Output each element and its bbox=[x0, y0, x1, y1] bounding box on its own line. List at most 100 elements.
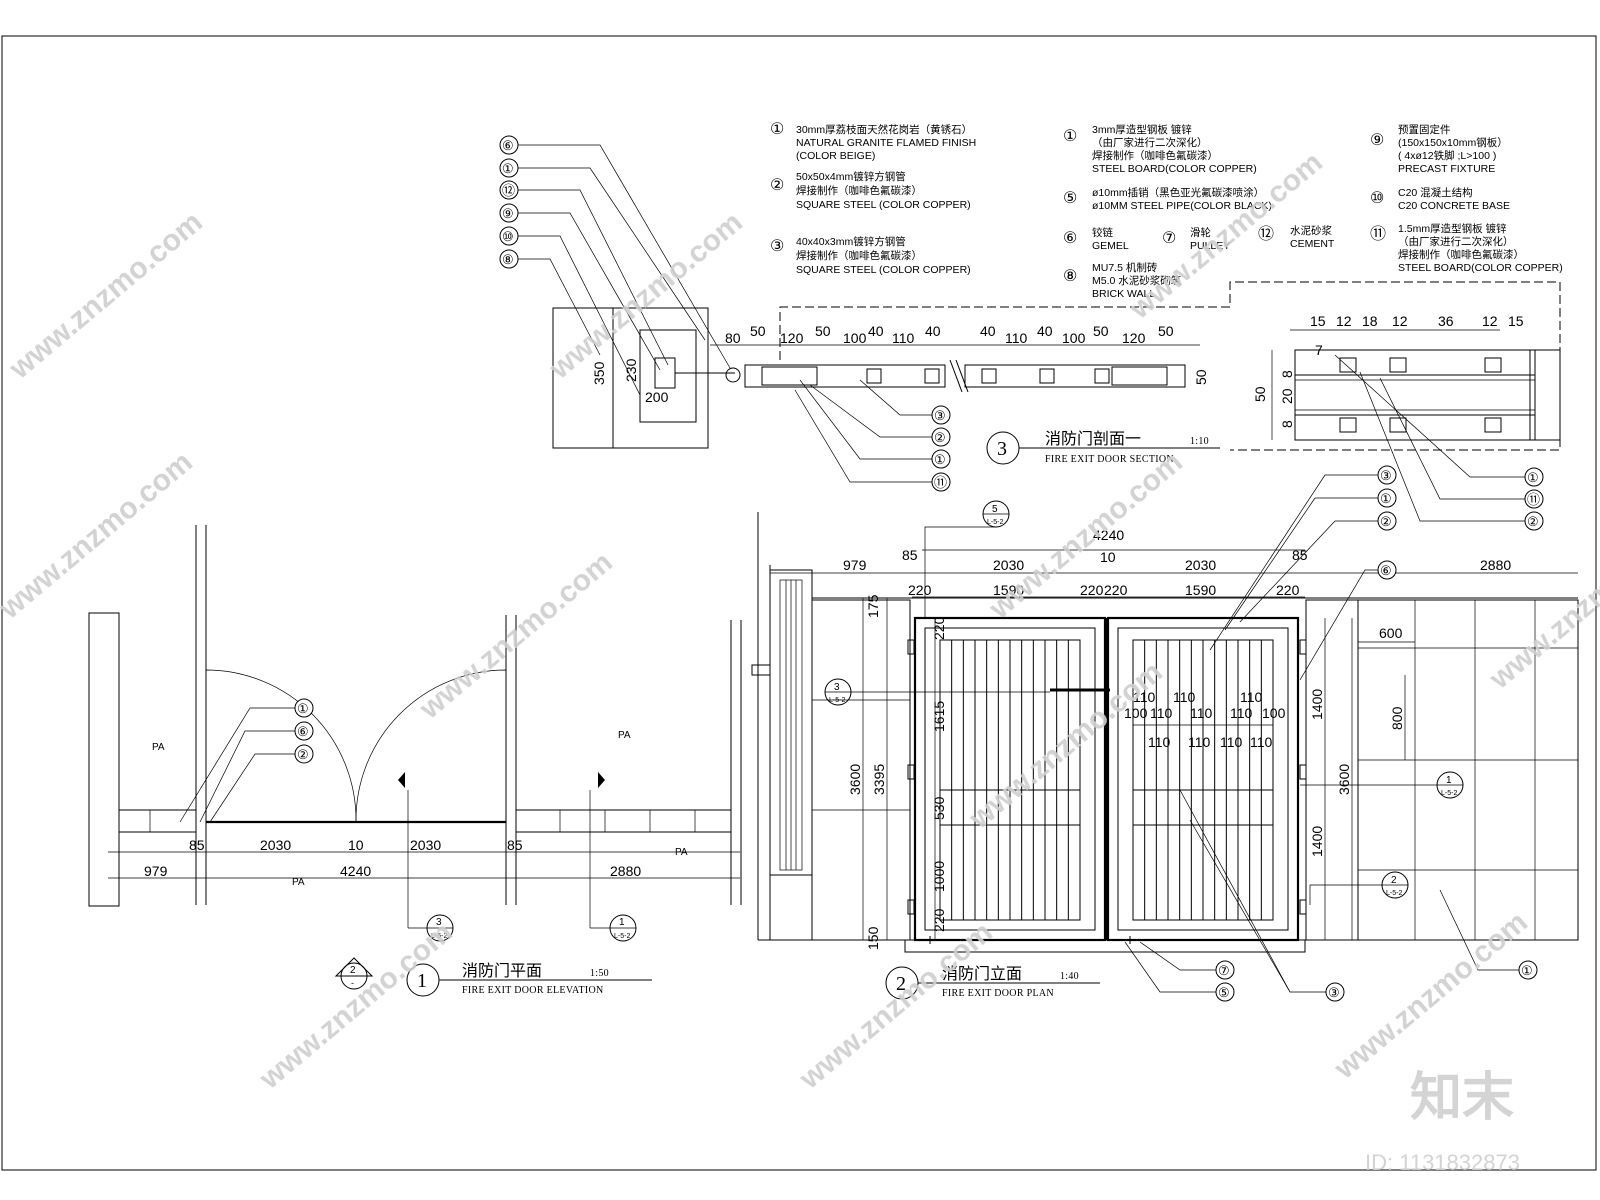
ref-sheet: L-5-2 bbox=[1386, 890, 1402, 897]
note-line: 焊接制作（咖啡色氟碳漆） bbox=[796, 249, 922, 262]
section-detail: 15 12 18 12 36 12 15 50 8 20 8 7 ① ⑪ ② bbox=[1252, 313, 1561, 531]
note-line: 50x50x4mm镀锌方钢管 bbox=[796, 170, 906, 183]
note-line: C20 CONCRETE BASE bbox=[1398, 200, 1510, 212]
note-line: ( 4xø12铁脚 ;L>100 ) bbox=[1398, 149, 1496, 162]
note-line: (COLOR BEIGE) bbox=[796, 150, 875, 162]
note-line: 滑轮 bbox=[1190, 226, 1212, 239]
callout-num: ③ bbox=[934, 408, 946, 423]
bar-square bbox=[1039, 368, 1055, 384]
dim-label: 36 bbox=[1438, 313, 1454, 329]
callout-num: ① bbox=[1380, 491, 1392, 506]
dim-label: 120 bbox=[780, 330, 804, 346]
callout-num: ① bbox=[502, 161, 514, 176]
note-line: 1.5mm厚造型钢板 镀锌 bbox=[1398, 222, 1507, 235]
note-line: 40x40x3mm镀锌方钢管 bbox=[796, 235, 906, 248]
section-title-num: 3 bbox=[997, 438, 1007, 460]
dim-label: 1400 bbox=[1309, 689, 1325, 720]
dim-label: 1400 bbox=[1309, 826, 1325, 857]
dim-label: 15 bbox=[1310, 313, 1326, 329]
watermark-text: www.znzmo.com bbox=[793, 915, 999, 1096]
ref-num: 2 bbox=[1391, 875, 1397, 886]
note-num: ① bbox=[770, 121, 784, 138]
section-title-scale: 1:10 bbox=[1190, 436, 1209, 447]
dim-label: 150 bbox=[865, 926, 881, 950]
hinge bbox=[907, 764, 915, 780]
dim-label: 80 bbox=[725, 330, 741, 346]
dim-label: 12 bbox=[1336, 313, 1352, 329]
section-callouts-bottom: ③ ② ① ⑪ bbox=[794, 379, 951, 492]
dim-label: 15 bbox=[1508, 313, 1524, 329]
dim-label: 3600 bbox=[1336, 764, 1352, 795]
callout-num: ② bbox=[1380, 514, 1392, 529]
note-num: ⑧ bbox=[1063, 268, 1077, 285]
note-line: ø10MM STEEL PIPE(COLOR BLACK) bbox=[1092, 200, 1272, 212]
pa-label: PA bbox=[675, 847, 688, 858]
ref-num: 1 bbox=[1446, 775, 1452, 786]
dim-label: 7 bbox=[1315, 342, 1323, 358]
note-line: 水泥砂浆 bbox=[1290, 224, 1332, 237]
dim-label: 4240 bbox=[340, 863, 371, 879]
dim-label: 175 bbox=[865, 594, 881, 618]
watermark-text: www.znzmo.com bbox=[1483, 515, 1600, 696]
section-title-en: FIRE EXIT DOOR SECTION bbox=[1045, 454, 1174, 465]
watermark-text: www.znzmo.com bbox=[983, 445, 1189, 626]
pa-label: PA bbox=[618, 730, 631, 741]
callout-num: ⑥ bbox=[297, 724, 309, 739]
dim-label: 979 bbox=[144, 863, 168, 879]
pa-label: PA bbox=[292, 877, 305, 888]
note-num: ⑨ bbox=[1370, 132, 1384, 149]
watermark-text: www.znzmo.com bbox=[543, 205, 749, 386]
note-num: ⑪ bbox=[1370, 225, 1386, 243]
break-line bbox=[949, 359, 963, 393]
dim-label: 1615 bbox=[931, 701, 947, 732]
callout-num: ③ bbox=[1380, 468, 1392, 483]
bar-tube bbox=[761, 366, 818, 386]
sheet-frame bbox=[1, 35, 1597, 1171]
hinge bbox=[1299, 639, 1307, 655]
plan-title-scale: 1:50 bbox=[590, 968, 609, 979]
dim-label: 110 bbox=[1240, 689, 1263, 705]
note-line: STEEL BOARD(COLOR COPPER) bbox=[1092, 163, 1257, 175]
ref-sheet: L-5-2 bbox=[987, 519, 1003, 526]
dim-label: 110 bbox=[1230, 705, 1253, 721]
dim-label: 220 bbox=[931, 908, 947, 932]
bar-square bbox=[981, 368, 997, 384]
dim-label: 1000 bbox=[931, 861, 947, 892]
gate-bars-left bbox=[951, 640, 1069, 920]
dim-label: 2030 bbox=[260, 837, 291, 853]
section-drawing: 80 50 120 50 100 40 110 40 40 110 40 100… bbox=[499, 135, 1561, 492]
note-line: PULLEY bbox=[1190, 240, 1230, 252]
callout-num: ⑪ bbox=[1527, 492, 1540, 507]
dim-label: 18 bbox=[1362, 313, 1378, 329]
callout-num: ① bbox=[934, 452, 946, 467]
note-num: ⑦ bbox=[1162, 230, 1176, 247]
watermark-id: ID: 1131832873 bbox=[1365, 1150, 1520, 1175]
dim-label: 2880 bbox=[1480, 557, 1511, 573]
index-sheet: - bbox=[351, 978, 354, 988]
dim-label: 2030 bbox=[410, 837, 441, 853]
note-line: 焊接制作（咖啡色氟碳漆） bbox=[1092, 149, 1218, 162]
note-line: 焊接制作（咖啡色氟碳漆） bbox=[796, 184, 922, 197]
dim-label: 110 bbox=[1005, 330, 1028, 346]
dim-label: 600 bbox=[1379, 625, 1403, 641]
marker-sheet: L-5-2 bbox=[614, 933, 630, 940]
note-line: GEMEL bbox=[1092, 240, 1129, 252]
dim-label: 3600 bbox=[847, 764, 863, 795]
note-num: ② bbox=[770, 177, 784, 194]
note-line: 预置固定件 bbox=[1398, 123, 1451, 136]
note-line: PRECAST FIXTURE bbox=[1398, 163, 1495, 175]
dim-label: 85 bbox=[507, 837, 523, 853]
dim-label: 12 bbox=[1392, 313, 1408, 329]
hinge-pivot bbox=[725, 367, 741, 383]
dim-label: 100 bbox=[1262, 705, 1286, 721]
note-line: M5.0 水泥砂浆砌筑 bbox=[1092, 274, 1182, 287]
callout-num: ② bbox=[1527, 514, 1539, 529]
callout-num: ① bbox=[1527, 470, 1539, 485]
dim-label: 220 bbox=[1104, 582, 1128, 598]
note-num: ① bbox=[1063, 128, 1077, 145]
ref-num: 3 bbox=[834, 682, 840, 693]
note-line: BRICK WALL bbox=[1092, 288, 1155, 300]
dim-label: 40 bbox=[980, 323, 996, 339]
callout-num: ⑪ bbox=[934, 475, 947, 490]
dim-label: 800 bbox=[1389, 706, 1405, 730]
